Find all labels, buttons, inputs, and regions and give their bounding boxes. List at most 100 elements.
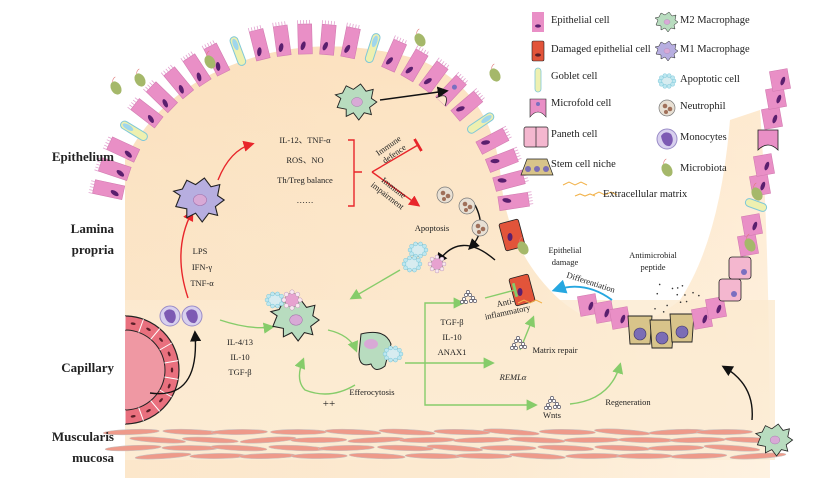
- muscle-fiber: [190, 453, 246, 459]
- region-label-mucosa: mucosa: [4, 448, 114, 468]
- legend-epithelial-cell: Epithelial cell: [551, 15, 610, 26]
- goblet-cell-icon: [535, 68, 541, 92]
- stem-cell-niche-icon: [521, 159, 553, 175]
- region-label-muscularis: Muscularis: [4, 427, 114, 447]
- muscle-fiber: [480, 445, 536, 451]
- muscle-fiber: [211, 429, 267, 435]
- neutrophil: [472, 220, 488, 236]
- antimicrobial-dot: [692, 292, 694, 294]
- legend-stem-cell-niche: Stem cell niche: [551, 159, 616, 170]
- muscle-fiber: [291, 453, 347, 458]
- paneth-cell-icon: [524, 127, 548, 147]
- microbiota: [107, 77, 124, 97]
- label-plus-plus: ++: [323, 398, 335, 410]
- epithelial-cell: [248, 25, 270, 61]
- microfold-cell: [758, 130, 778, 150]
- muscle-fiber: [456, 453, 512, 459]
- antimicrobial-dot: [698, 295, 700, 297]
- damaged-epithelial-cell-icon: [532, 41, 544, 61]
- muscle-fiber: [566, 453, 622, 458]
- label-eff-anax1: ANAX1: [438, 347, 467, 357]
- antimicrobial-dot: [686, 301, 688, 303]
- muscle-fiber: [564, 437, 620, 443]
- label-tnf-alpha: TNF-α: [190, 278, 214, 288]
- legend-microfold-cell: Microfold cell: [551, 98, 611, 109]
- label-tgf-beta: TGF-β: [228, 367, 251, 377]
- apoptotic-cell-icon: [658, 74, 676, 89]
- microbiota: [411, 29, 428, 49]
- apoptotic-cell-pink: [428, 255, 446, 273]
- paneth-cell: [719, 279, 741, 301]
- label-remla: REMLα: [499, 372, 527, 382]
- label-wnts: Wnts: [543, 410, 561, 420]
- legend-neutrophil: Neutrophil: [680, 101, 726, 112]
- legend-microbiota: Microbiota: [680, 163, 727, 174]
- stem-cell: [628, 316, 652, 344]
- label-efferocytosis: Efferocytosis: [349, 387, 394, 397]
- epi-cell: [761, 107, 782, 130]
- muscle-fiber: [697, 429, 753, 435]
- epithelial-cell: [298, 20, 313, 54]
- epi-cell: [753, 154, 774, 177]
- label-eff-il-10: IL-10: [442, 332, 461, 342]
- apoptotic-cell-pink: [282, 290, 302, 310]
- neutrophil: [437, 187, 453, 203]
- region-label-epithelium: Epithelium: [4, 147, 114, 167]
- legend-monocytes: Monocytes: [680, 132, 727, 143]
- endothelial-nucleus: [114, 415, 119, 418]
- muscle-fiber: [162, 445, 218, 450]
- antimicrobial-dot: [680, 301, 682, 303]
- microbiota: [131, 69, 148, 89]
- engulfed-apoptotic-cell: [383, 346, 403, 362]
- muscle-fiber: [618, 437, 674, 443]
- antimicrobial-dot: [656, 293, 658, 295]
- paneth-cell: [729, 257, 751, 279]
- label-epithelial-damage-2: damage: [552, 257, 579, 267]
- apoptotic-cell: [408, 242, 428, 258]
- label-antimicrobial-2: peptide: [640, 262, 665, 272]
- label-m1-factor-3: Th/Treg balance: [277, 175, 333, 185]
- monocytes-icon: [657, 129, 677, 149]
- apoptotic-cell: [402, 256, 422, 272]
- muscle-fiber: [291, 437, 347, 443]
- stem-cell: [670, 314, 694, 342]
- epi-cell: [741, 214, 762, 237]
- monocyte: [160, 306, 180, 326]
- epithelial-cell: [273, 21, 291, 57]
- muscle-fiber: [270, 429, 326, 434]
- label-regeneration: Regeneration: [605, 397, 651, 407]
- epithelial-cell: [229, 36, 247, 67]
- epithelial-cell: [89, 179, 125, 200]
- legend-m1-macrophage: M1 Macrophage: [680, 44, 750, 55]
- muscle-fiber: [399, 437, 455, 443]
- label-antimicrobial-1: Antimicrobial: [629, 250, 677, 260]
- legend-damaged-epithelial-cell: Damaged epithelial cell: [551, 44, 651, 55]
- epithelial-cell: [320, 20, 337, 55]
- legend-m2-macrophage: M2 Macrophage: [680, 15, 750, 26]
- antimicrobial-dot: [659, 284, 661, 286]
- legend-goblet-cell: Goblet cell: [551, 71, 597, 82]
- monocyte: [182, 306, 202, 326]
- neutrophil-icon: [659, 100, 675, 116]
- epi-cell: [769, 69, 790, 92]
- region-label-propria: propria: [4, 240, 114, 260]
- antimicrobial-dot: [654, 308, 656, 310]
- antimicrobial-dot: [672, 288, 674, 290]
- neutrophil: [459, 198, 475, 214]
- antimicrobial-dot: [676, 294, 678, 296]
- antimicrobial-dot: [663, 311, 665, 313]
- label-matrix-repair: Matrix repair: [532, 345, 577, 355]
- label-lps: LPS: [193, 246, 208, 256]
- epithelial-cell-icon: [532, 12, 544, 32]
- label-ifn-gamma: IFN-γ: [192, 262, 213, 272]
- label-m1-factor-1: IL-12、TNF-α: [279, 135, 331, 145]
- label-il-4-13: IL-4/13: [227, 337, 253, 347]
- label-m1-factor-4: ……: [297, 195, 314, 205]
- epi-cell: [609, 307, 630, 330]
- region-label-lamina: Lamina: [4, 219, 114, 239]
- legend-extracellular-matrix: Extracellular matrix: [603, 189, 687, 200]
- endothelial-nucleus: [171, 368, 173, 373]
- label-apoptosis: Apoptosis: [415, 223, 449, 233]
